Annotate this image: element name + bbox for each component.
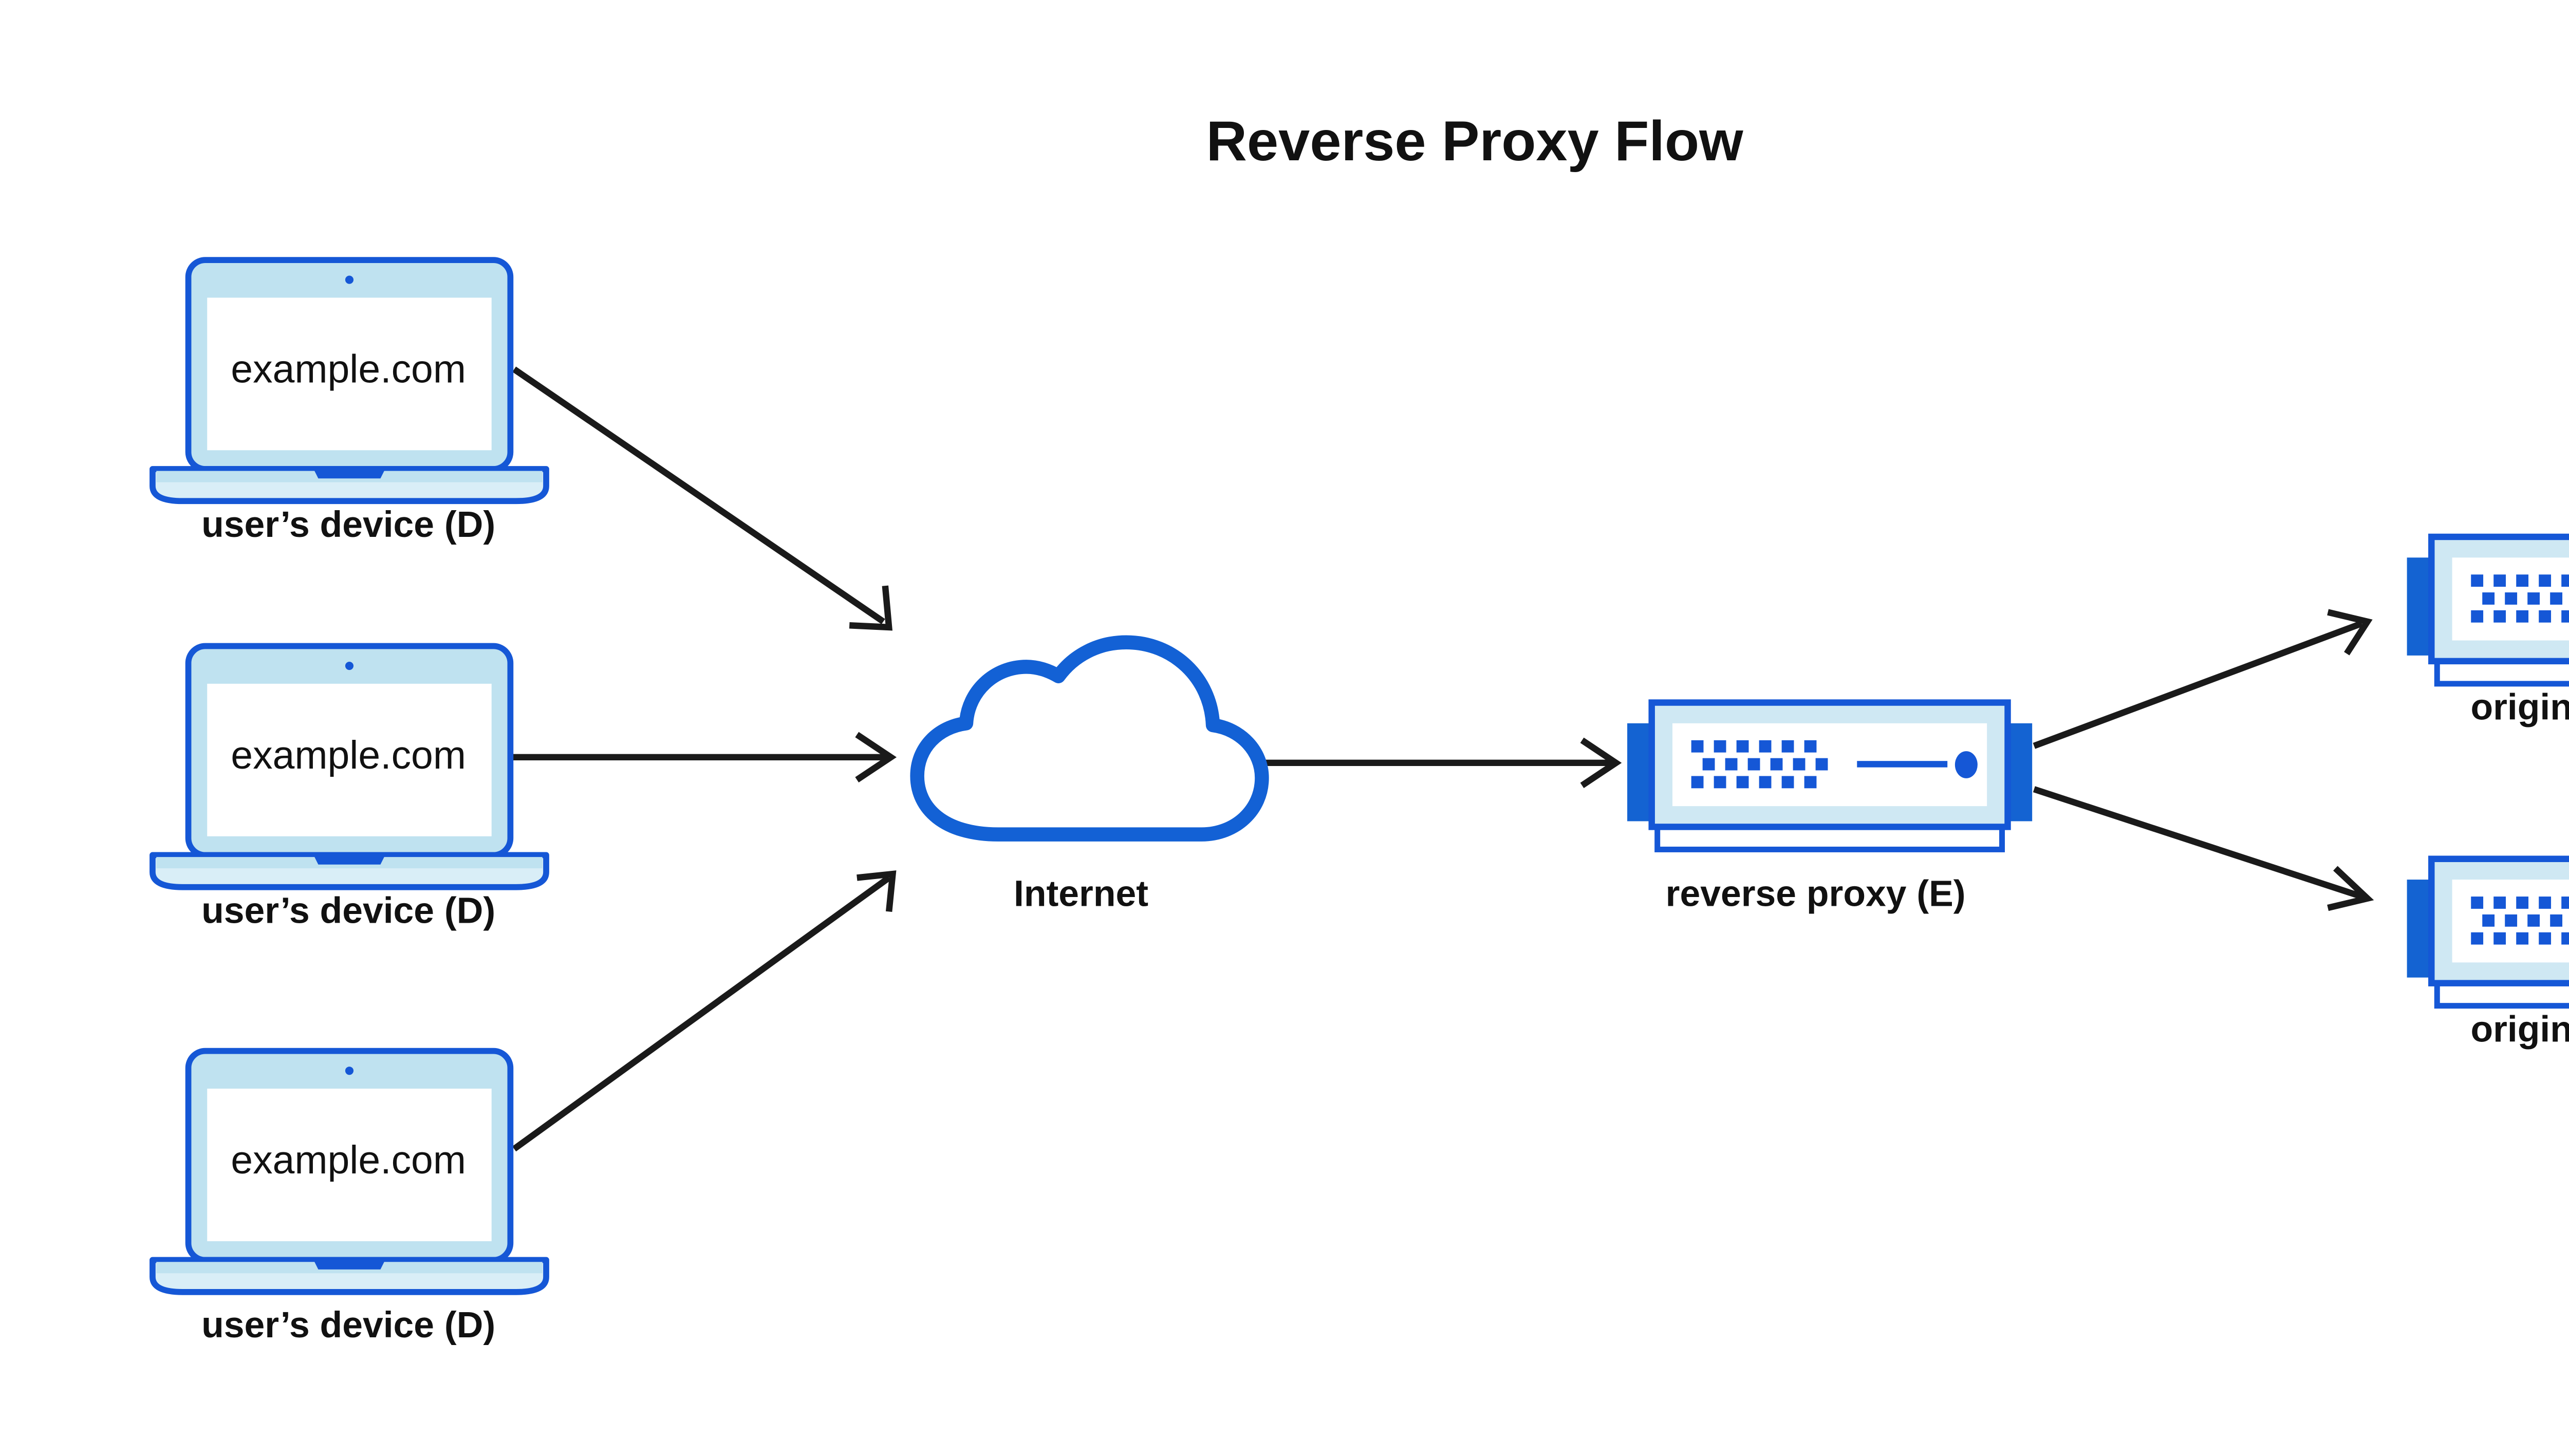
- edge-layer: [512, 366, 2374, 1152]
- node-label-origin-bottom: origin server (F): [2470, 1009, 2569, 1050]
- laptop-screen-text: example.com: [231, 347, 466, 391]
- page-title: Reverse Proxy Flow: [1206, 109, 1744, 173]
- laptop-screen-text: example.com: [231, 733, 466, 777]
- edge-reverse-proxy-to-origin-top: [2033, 609, 2373, 749]
- node-label-client-bottom: user’s device (D): [201, 1304, 495, 1346]
- node-label-client-top: user’s device (D): [201, 504, 495, 545]
- edge-client-middle-to-internet: [512, 732, 897, 782]
- edge-client-top-to-internet: [512, 366, 893, 631]
- node-origin-top[interactable]: origin server (F): [2407, 537, 2569, 728]
- node-label-reverse-proxy: reverse proxy (E): [1666, 873, 1966, 914]
- server-icon: [1627, 703, 2032, 850]
- node-client-bottom[interactable]: example.com user’s device (D): [153, 1051, 546, 1346]
- node-origin-bottom[interactable]: origin server (F): [2407, 859, 2569, 1050]
- edge-client-bottom-to-internet: [512, 870, 897, 1152]
- edge-reverse-proxy-to-origin-bottom: [2033, 786, 2374, 911]
- node-client-middle[interactable]: example.com user’s device (D): [153, 646, 546, 931]
- node-client-top[interactable]: example.com user’s device (D): [153, 260, 546, 545]
- server-icon: [2407, 537, 2569, 684]
- node-label-internet: Internet: [1014, 873, 1148, 914]
- node-internet[interactable]: Internet: [917, 642, 1262, 914]
- server-icon: [2407, 859, 2569, 1006]
- laptop-screen-text: example.com: [231, 1138, 466, 1182]
- node-reverse-proxy[interactable]: reverse proxy (E): [1627, 703, 2032, 914]
- node-label-origin-top: origin server (F): [2470, 687, 2569, 728]
- edge-internet-to-reverse-proxy: [1258, 737, 1622, 788]
- node-label-client-middle: user’s device (D): [201, 890, 495, 931]
